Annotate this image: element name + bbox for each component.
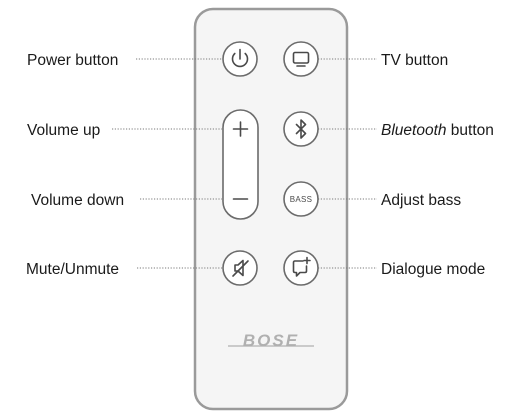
label-bluetooth-rest: button: [447, 122, 494, 139]
dialogue-button[interactable]: [283, 250, 319, 286]
mute-button[interactable]: [222, 250, 258, 286]
label-adjust-bass: Adjust bass: [381, 192, 461, 209]
remote-body: [193, 7, 349, 411]
label-power: Power button: [27, 52, 118, 69]
logo-text: BOSE: [243, 331, 299, 350]
volume-rocker[interactable]: [222, 109, 259, 220]
bose-logo: BOSE: [228, 331, 314, 350]
power-icon: [231, 48, 249, 68]
tv-button[interactable]: [283, 41, 319, 77]
bluetooth-button[interactable]: [283, 111, 319, 147]
label-bluetooth-italic: Bluetooth: [381, 122, 447, 139]
bluetooth-icon: [295, 119, 307, 139]
label-bluetooth: Bluetooth button: [381, 122, 494, 139]
power-button[interactable]: [222, 41, 258, 77]
label-mute: Mute/Unmute: [26, 261, 119, 278]
bass-button-label: BASS: [290, 195, 313, 204]
volume-up-button[interactable]: [232, 121, 249, 137]
label-dialogue: Dialogue mode: [381, 261, 485, 278]
dialogue-icon: [292, 256, 311, 277]
bass-button[interactable]: BASS: [283, 181, 319, 217]
label-tv: TV button: [381, 52, 448, 69]
mute-icon: [232, 259, 249, 277]
tv-icon: [292, 51, 310, 67]
label-volume-up: Volume up: [27, 122, 100, 139]
plus-icon: [232, 121, 249, 137]
label-volume-down: Volume down: [31, 192, 124, 209]
